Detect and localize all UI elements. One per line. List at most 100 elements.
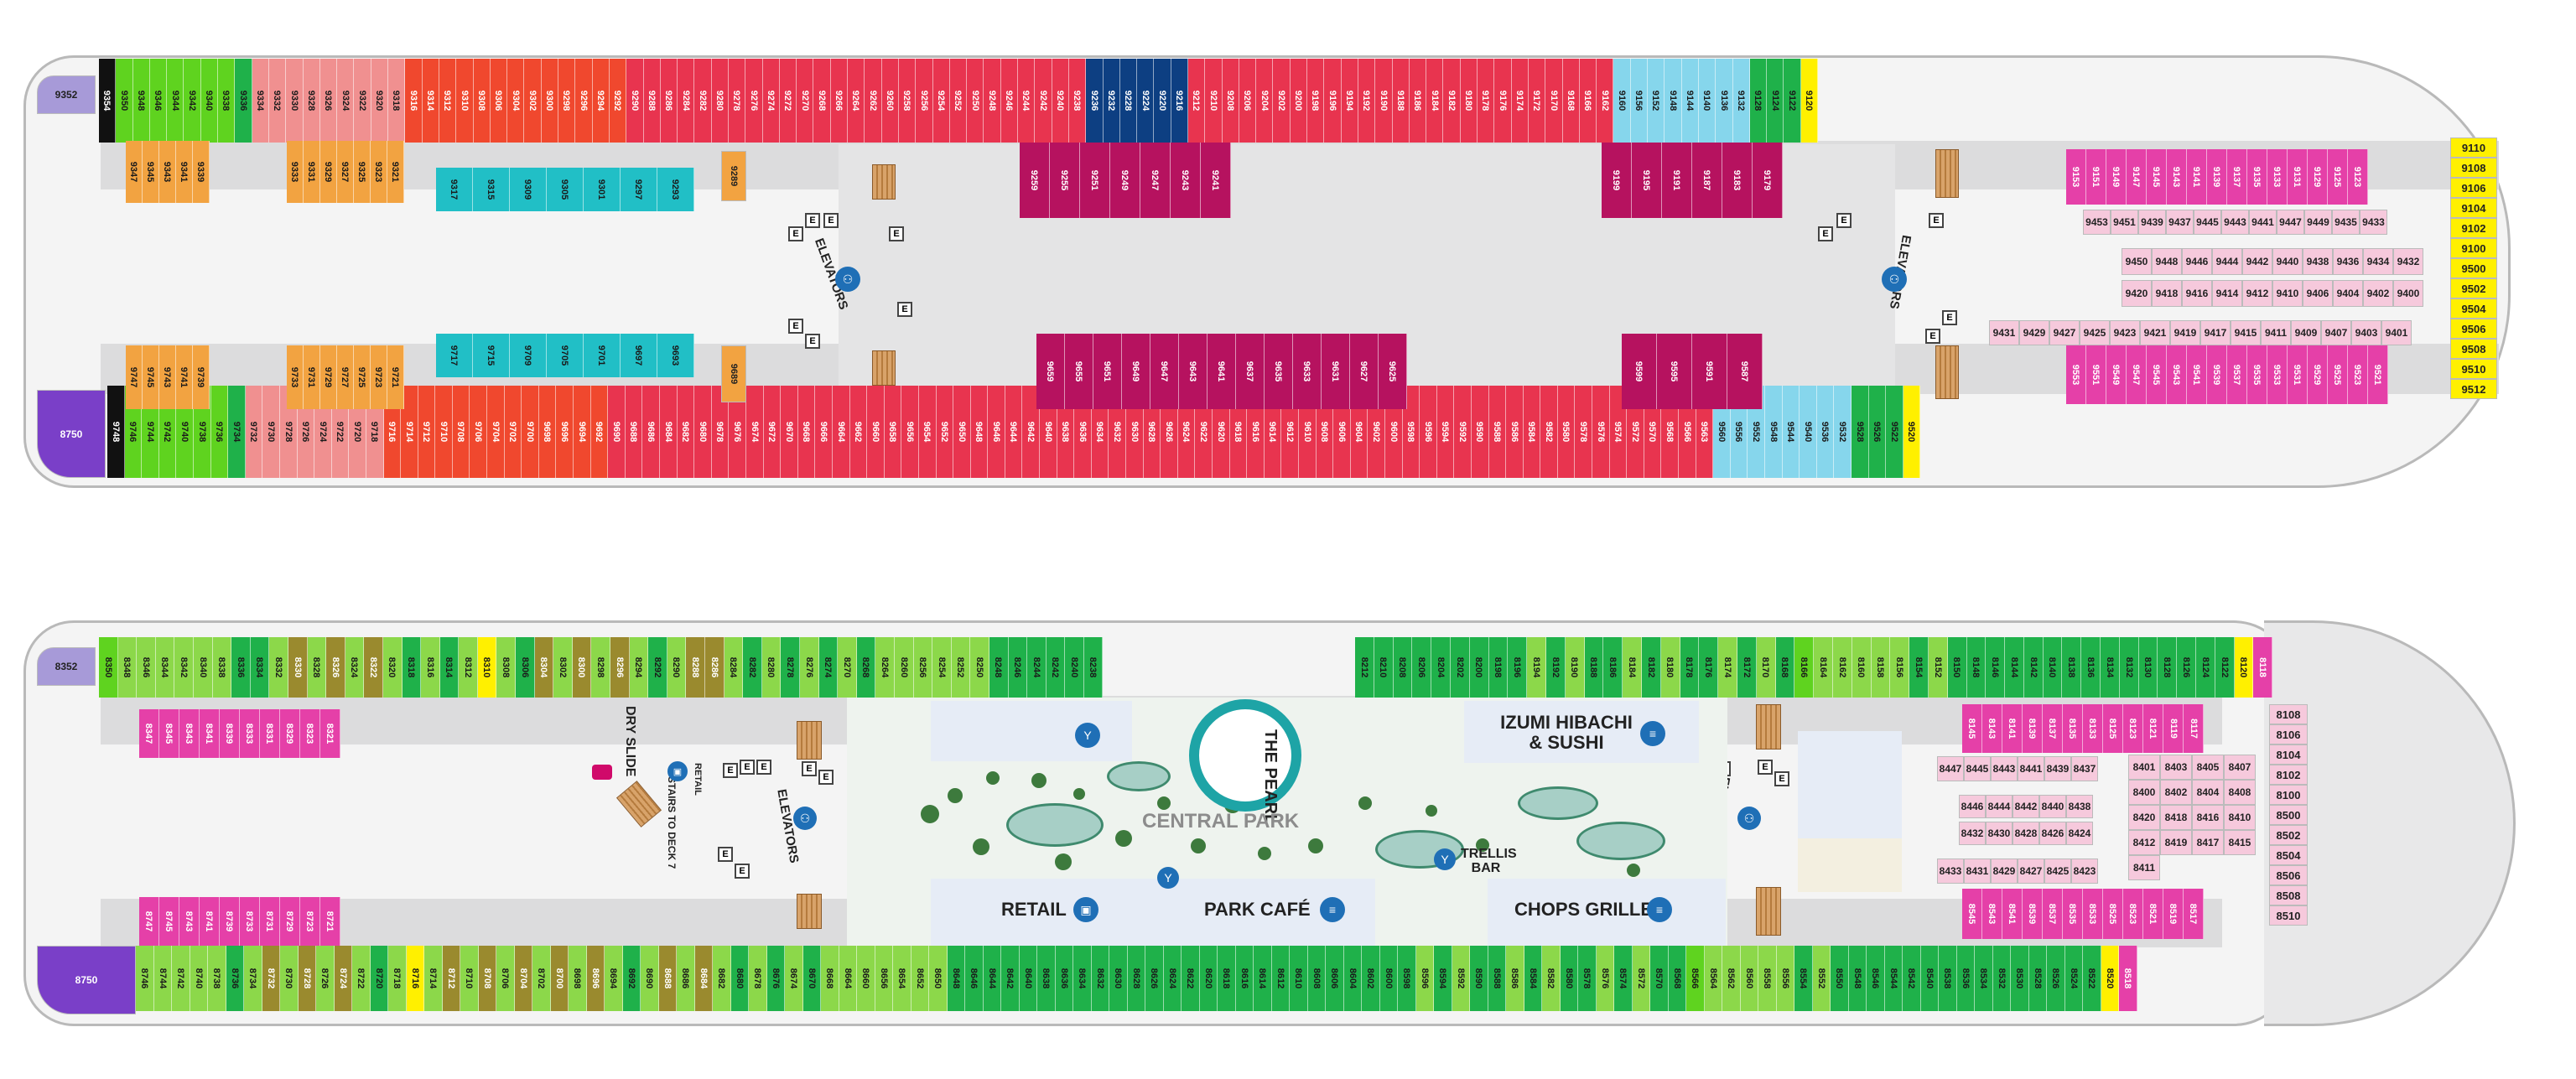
cabin-8444[interactable]: 8444 [1986, 795, 2012, 818]
cabin-9549[interactable]: 9549 [2106, 345, 2127, 404]
cabin-9668[interactable]: 9668 [797, 386, 816, 478]
cabin-8560[interactable]: 8560 [1740, 946, 1758, 1011]
cabin-8338[interactable]: 8338 [212, 637, 232, 698]
cabin-9643[interactable]: 9643 [1179, 334, 1208, 409]
cabin-9136[interactable]: 9136 [1716, 59, 1733, 143]
cabin-8143[interactable]: 8143 [1982, 704, 2002, 753]
cabin-9249[interactable]: 9249 [1110, 143, 1140, 218]
cabin-9191[interactable]: 9191 [1662, 143, 1692, 218]
cabin-8721[interactable]: 8721 [320, 897, 340, 946]
cabin-8674[interactable]: 8674 [785, 946, 803, 1011]
cabin-8440[interactable]: 8440 [2039, 795, 2066, 818]
cabin-9129[interactable]: 9129 [2308, 149, 2328, 205]
cabin-8260[interactable]: 8260 [894, 637, 914, 698]
cabin-8428[interactable]: 8428 [2012, 822, 2039, 845]
cabin-9590[interactable]: 9590 [1471, 386, 1489, 478]
cabin-8146[interactable]: 8146 [1986, 637, 2006, 698]
cabin-9535[interactable]: 9535 [2247, 345, 2267, 404]
cabin-8698[interactable]: 8698 [569, 946, 587, 1011]
cabin-9652[interactable]: 9652 [936, 386, 954, 478]
cabin-8592[interactable]: 8592 [1452, 946, 1470, 1011]
cabin-8736[interactable]: 8736 [226, 946, 244, 1011]
cabin-8341[interactable]: 8341 [200, 709, 220, 758]
cabin-8521[interactable]: 8521 [2143, 889, 2163, 939]
suite-9352[interactable]: 9352 [37, 75, 96, 114]
cabin-8345[interactable]: 8345 [159, 709, 179, 758]
cabin-9329[interactable]: 9329 [320, 141, 337, 203]
cabin-8336[interactable]: 8336 [231, 637, 251, 698]
cabin-8424[interactable]: 8424 [2066, 822, 2093, 845]
cabin-9660[interactable]: 9660 [867, 386, 885, 478]
cabin-8546[interactable]: 8546 [1867, 946, 1885, 1011]
cabin-8415[interactable]: 8415 [2224, 830, 2256, 855]
cabin-9332[interactable]: 9332 [268, 59, 287, 143]
cabin-9435[interactable]: 9435 [2332, 210, 2360, 235]
cabin-9301[interactable]: 9301 [584, 168, 621, 211]
cabin-9178[interactable]: 9178 [1478, 59, 1495, 143]
cabin-8282[interactable]: 8282 [743, 637, 762, 698]
cabin-8125[interactable]: 8125 [2103, 704, 2123, 753]
cabin-8176[interactable]: 8176 [1699, 637, 1719, 698]
cabin-9331[interactable]: 9331 [304, 141, 320, 203]
cabin-8640[interactable]: 8640 [1019, 946, 1037, 1011]
cabin-9580[interactable]: 9580 [1557, 386, 1576, 478]
cabin-8407[interactable]: 8407 [2224, 755, 2256, 780]
suite-8750-top[interactable]: 8750 [37, 390, 106, 478]
cabin-8152[interactable]: 8152 [1928, 637, 1948, 698]
cabin-9545[interactable]: 9545 [2147, 345, 2167, 404]
cabin-9278[interactable]: 9278 [728, 59, 746, 143]
cabin-8722[interactable]: 8722 [352, 946, 371, 1011]
cabin-8133[interactable]: 8133 [2083, 704, 2103, 753]
cabin-8416[interactable]: 8416 [2192, 805, 2224, 830]
cabin-9346[interactable]: 9346 [149, 59, 168, 143]
cabin-9170[interactable]: 9170 [1545, 59, 1563, 143]
cabin-9120[interactable]: 9120 [1800, 59, 1818, 143]
cabin-9258[interactable]: 9258 [898, 59, 917, 143]
cabin-8142[interactable]: 8142 [2023, 637, 2044, 698]
cabin-9179[interactable]: 9179 [1753, 143, 1783, 218]
cabin-9192[interactable]: 9192 [1358, 59, 1376, 143]
cabin-8339[interactable]: 8339 [220, 709, 240, 758]
cabin-8404[interactable]: 8404 [2192, 780, 2224, 805]
cabin-9137[interactable]: 9137 [2227, 149, 2247, 205]
cabin-8520[interactable]: 8520 [2101, 946, 2119, 1011]
cabin-9650[interactable]: 9650 [953, 386, 971, 478]
cabin-9140[interactable]: 9140 [1698, 59, 1716, 143]
cabin-8525[interactable]: 8525 [2103, 889, 2123, 939]
cabin-9595[interactable]: 9595 [1657, 334, 1692, 409]
cabin-9131[interactable]: 9131 [2288, 149, 2308, 205]
cabin-9412[interactable]: 9412 [2242, 280, 2272, 307]
cabin-9635[interactable]: 9635 [1265, 334, 1293, 409]
cabin-8200[interactable]: 8200 [1469, 637, 1489, 698]
cabin-8624[interactable]: 8624 [1163, 946, 1182, 1011]
cabin-8150[interactable]: 8150 [1947, 637, 1967, 698]
cabin-9143[interactable]: 9143 [2167, 149, 2187, 205]
cabin-8502[interactable]: 8502 [2269, 825, 2308, 845]
cabin-9520[interactable]: 9520 [1903, 386, 1921, 478]
cabin-9533[interactable]: 9533 [2267, 345, 2288, 404]
cabin-9300[interactable]: 9300 [541, 59, 559, 143]
cabin-8212[interactable]: 8212 [1355, 637, 1374, 698]
cabin-9315[interactable]: 9315 [473, 168, 510, 211]
cabin-8162[interactable]: 8162 [1832, 637, 1852, 698]
cabin-9135[interactable]: 9135 [2247, 149, 2267, 205]
cabin-8342[interactable]: 8342 [174, 637, 194, 698]
cabin-8139[interactable]: 8139 [2023, 704, 2043, 753]
cabin-9326[interactable]: 9326 [319, 59, 338, 143]
cabin-9100[interactable]: 9100 [2450, 238, 2497, 258]
cabin-8427[interactable]: 8427 [2018, 859, 2044, 884]
cabin-8523[interactable]: 8523 [2123, 889, 2143, 939]
cabin-9415[interactable]: 9415 [2231, 320, 2261, 345]
cabin-8280[interactable]: 8280 [761, 637, 782, 698]
cabin-9664[interactable]: 9664 [832, 386, 850, 478]
cabin-8432[interactable]: 8432 [1959, 822, 1986, 845]
cabin-9745[interactable]: 9745 [143, 345, 159, 409]
cabin-9264[interactable]: 9264 [848, 59, 865, 143]
cabin-9196[interactable]: 9196 [1324, 59, 1342, 143]
cabin-9204[interactable]: 9204 [1256, 59, 1274, 143]
cabin-8123[interactable]: 8123 [2123, 704, 2143, 753]
cabin-8564[interactable]: 8564 [1704, 946, 1722, 1011]
cabin-8244[interactable]: 8244 [1027, 637, 1046, 698]
cabin-8732[interactable]: 8732 [262, 946, 280, 1011]
cabin-9206[interactable]: 9206 [1239, 59, 1257, 143]
